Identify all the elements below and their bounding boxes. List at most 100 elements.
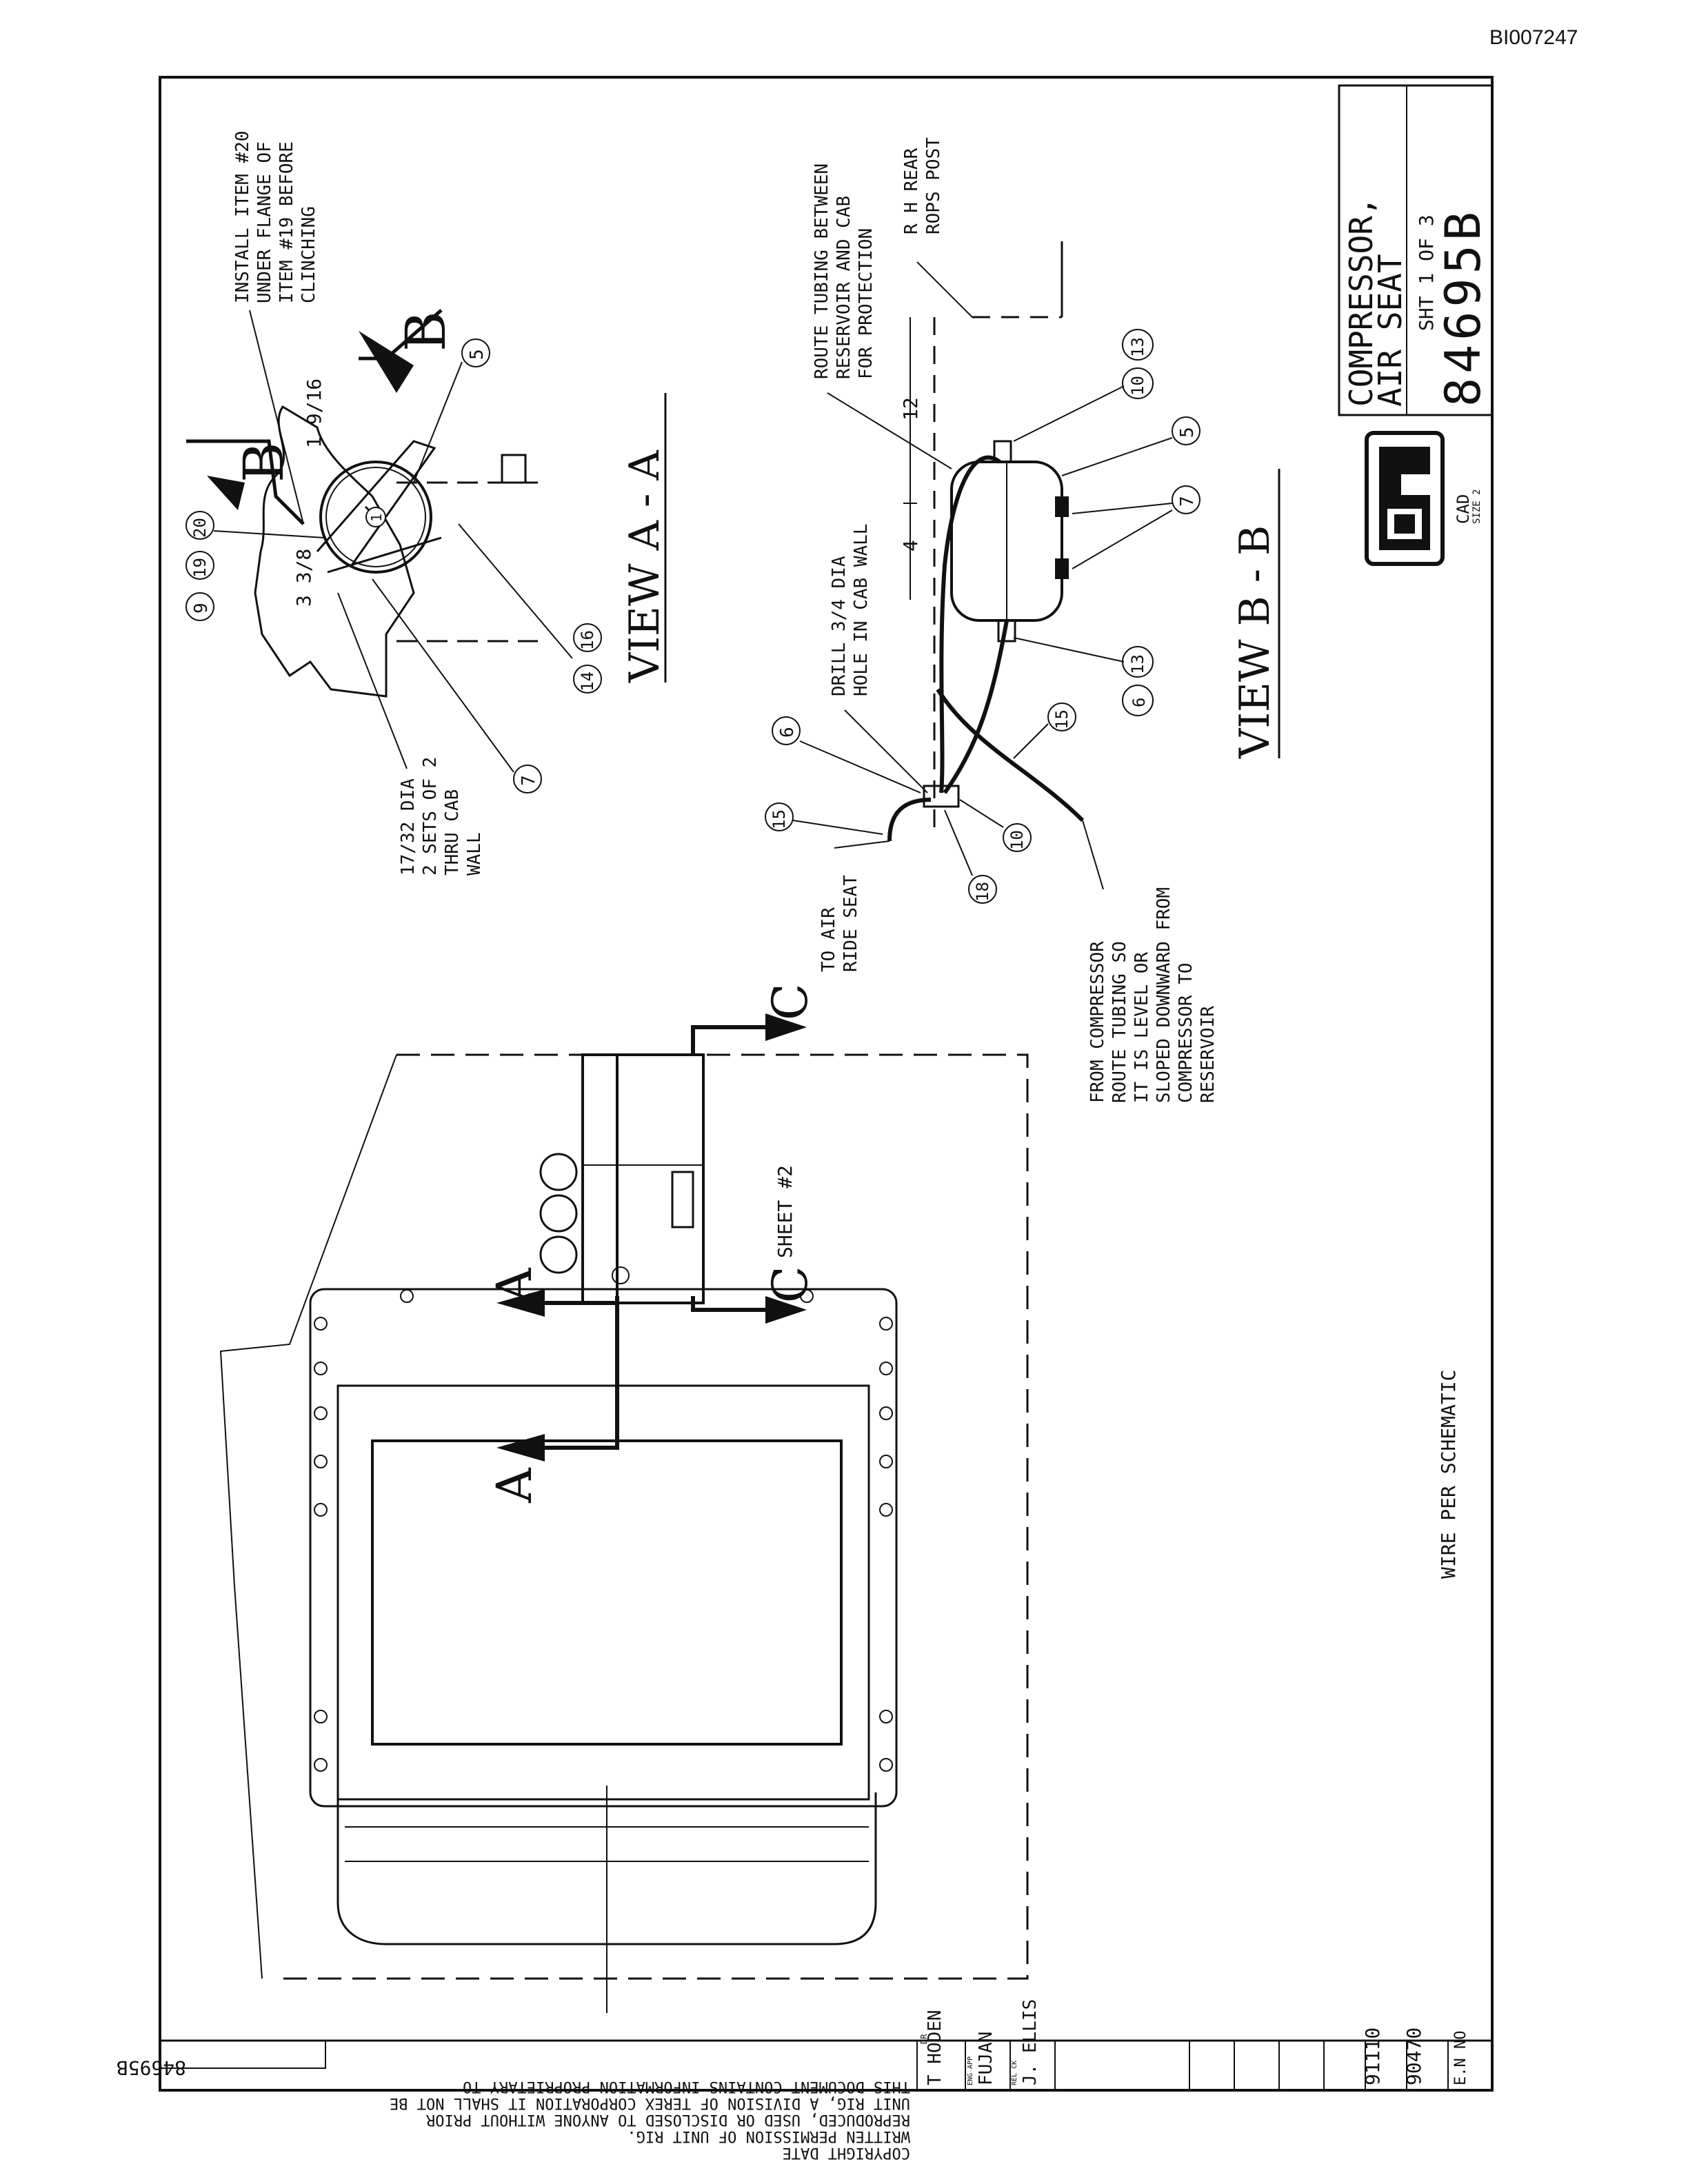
- eng-by: FUJAN: [976, 2032, 996, 2085]
- dimension-4: 4: [899, 540, 922, 552]
- svg-text:19: 19: [190, 558, 210, 578]
- eng-label: ENG APP: [967, 2056, 974, 2085]
- svg-text:13: 13: [1128, 337, 1147, 357]
- section-b-label-left: B: [232, 442, 296, 483]
- title-line-1: COMPRESSOR,: [1343, 196, 1380, 407]
- balloon-1: 1: [365, 507, 386, 527]
- install-note-4: CLINCHING: [299, 206, 319, 303]
- hole-note-4: WALL: [464, 832, 485, 876]
- svg-text:7: 7: [1177, 496, 1198, 507]
- from-compressor-note-5: COMPRESSOR TO: [1176, 963, 1196, 1104]
- from-compressor-note-4: SLOPED DOWNWARD FROM: [1154, 887, 1174, 1103]
- section-c-label-top: C: [762, 983, 818, 1020]
- to-air-ride-note-2: RIDE SEAT: [841, 875, 861, 972]
- title-block: COMPRESSOR, AIR SEAT SHT 1 OF 3 84695B C…: [1338, 84, 1494, 566]
- balloon-5-bb: 5: [1172, 416, 1200, 445]
- proprietary-line-2: UNIT RIG, A DIVISION OF TEREX CORPORATIO…: [390, 2094, 910, 2112]
- en-no-label: E.N NO: [1452, 2031, 1469, 2085]
- balloon-5-aa: 5: [461, 338, 490, 367]
- view-aa-label: VIEW A - A: [621, 450, 669, 683]
- svg-text:5: 5: [467, 349, 488, 360]
- view-aa: B B 9 19 20 5 7 14 16: [185, 131, 669, 876]
- route-tubing-note-1: ROUTE TUBING BETWEEN: [812, 163, 832, 379]
- balloon-7-bb: 7: [1172, 485, 1200, 514]
- rel-label: REL CK: [1011, 2061, 1018, 2085]
- section-b-label-right: B: [394, 311, 458, 352]
- balloon-19: 19: [185, 551, 214, 580]
- compressor-box: [581, 1053, 705, 1304]
- svg-text:15: 15: [1052, 709, 1072, 729]
- svg-text:18: 18: [973, 882, 992, 902]
- dimension-1-9-16: 1 9/16: [303, 378, 325, 448]
- rops-post-note-2: ROPS POST: [923, 137, 944, 234]
- balloon-15-left: 15: [765, 802, 794, 831]
- drawing-border: [159, 76, 1494, 2092]
- sheet-2-reference: SHEET #2: [774, 1165, 796, 1258]
- route-tubing-note-2: RESERVOIR AND CAB: [834, 196, 854, 379]
- en-number-1: 91110: [1361, 2028, 1384, 2085]
- route-tubing-note-3: FOR PROTECTION: [856, 228, 876, 379]
- balloon-18: 18: [968, 875, 997, 904]
- svg-text:6: 6: [1129, 698, 1149, 707]
- svg-text:10: 10: [1128, 376, 1147, 396]
- from-compressor-note-6: RESERVOIR: [1198, 1006, 1218, 1103]
- svg-text:9: 9: [191, 603, 212, 614]
- wire-note: WIRE PER SCHEMATIC: [1437, 1370, 1460, 1579]
- proprietary-line-4: WRITTEN PERMISSION OF UNIT RIG.: [627, 2127, 910, 2145]
- install-note-3: ITEM #19 BEFORE: [277, 141, 297, 303]
- install-note-1: INSTALL ITEM #20: [232, 131, 253, 303]
- rel-by: J. ELLIS: [1020, 1999, 1041, 2085]
- section-a-label-top: A: [486, 1267, 543, 1304]
- install-note-2: UNDER FLANGE OF: [254, 141, 275, 303]
- balloon-6-bb: 6: [772, 716, 801, 745]
- svg-text:1: 1: [368, 514, 385, 522]
- svg-text:15: 15: [770, 809, 789, 829]
- from-compressor-note-3: IT IS LEVEL OR: [1132, 952, 1152, 1103]
- svg-text:5: 5: [1177, 427, 1198, 438]
- drawing-number: 84695B: [1435, 208, 1491, 407]
- drawn-label: DR: [919, 2034, 929, 2044]
- company-logo: [1365, 431, 1445, 566]
- drawn-by: T HODEN: [925, 2010, 945, 2085]
- svg-text:16: 16: [578, 630, 597, 650]
- svg-text:6: 6: [777, 727, 798, 738]
- svg-text:20: 20: [190, 518, 210, 538]
- proprietary-line-1: THIS DOCUMENT CONTAINS INFORMATION PROPR…: [463, 2078, 910, 2095]
- section-c-label-bottom: C: [762, 1266, 818, 1303]
- hole-note-3: THRU CAB: [442, 789, 463, 876]
- balloon-15-bb: 15: [1047, 702, 1076, 731]
- from-compressor-note-2: ROUTE TUBING SO: [1109, 941, 1130, 1103]
- document-id: BI007247: [1489, 26, 1578, 49]
- proprietary-line-5: COPYRIGHT DATE: [783, 2144, 910, 2161]
- corner-drawing-number: 84695B: [117, 2056, 186, 2079]
- view-bb: 12 4 ROUTE TUBING BETWEEN RESERVOIR AND …: [765, 137, 1280, 1104]
- balloon-16: 16: [573, 623, 602, 652]
- view-bb-label: VIEW B - B: [1231, 525, 1279, 759]
- balloon-10-bb: 10: [1003, 823, 1032, 852]
- svg-text:13: 13: [1128, 654, 1147, 674]
- cad-label: CAD: [1454, 494, 1473, 524]
- balloon-7-aa: 7: [513, 765, 542, 793]
- en-number-2: 90470: [1403, 2028, 1425, 2085]
- balloon-9: 9: [185, 592, 214, 621]
- dimension-12: 12: [899, 397, 922, 421]
- to-air-ride-note-1: TO AIR: [818, 907, 839, 972]
- from-compressor-note-1: FROM COMPRESSOR: [1087, 941, 1108, 1103]
- cad-size: SIZE 2: [1471, 489, 1483, 524]
- balloon-14: 14: [573, 665, 602, 694]
- hole-note-2: 2 SETS OF 2: [420, 757, 441, 876]
- revision-block: 84695B THIS DOCUMENT CONTAINS INFORMATIO…: [117, 1999, 1492, 2161]
- proprietary-line-3: REPRODUCED, USED OR DISCLOSED TO ANYONE …: [425, 2111, 910, 2128]
- svg-text:14: 14: [578, 671, 597, 691]
- balloon-20: 20: [185, 511, 214, 540]
- svg-text:7: 7: [519, 775, 539, 786]
- title-line-2: AIR SEAT: [1372, 254, 1409, 407]
- hole-note-1: 17/32 DIA: [398, 778, 419, 876]
- balloon-10-13: 10 13: [1122, 329, 1154, 399]
- drill-note-2: HOLE IN CAB WALL: [851, 524, 872, 696]
- dimension-3-3-8: 3 3/8: [292, 549, 315, 607]
- section-a-label-bottom: A: [486, 1467, 543, 1504]
- balloon-6-13: 6 13: [1122, 646, 1154, 716]
- main-plan-view: A A C C SHEET #2 WIRE PER SCHEMATIC: [219, 983, 1460, 2013]
